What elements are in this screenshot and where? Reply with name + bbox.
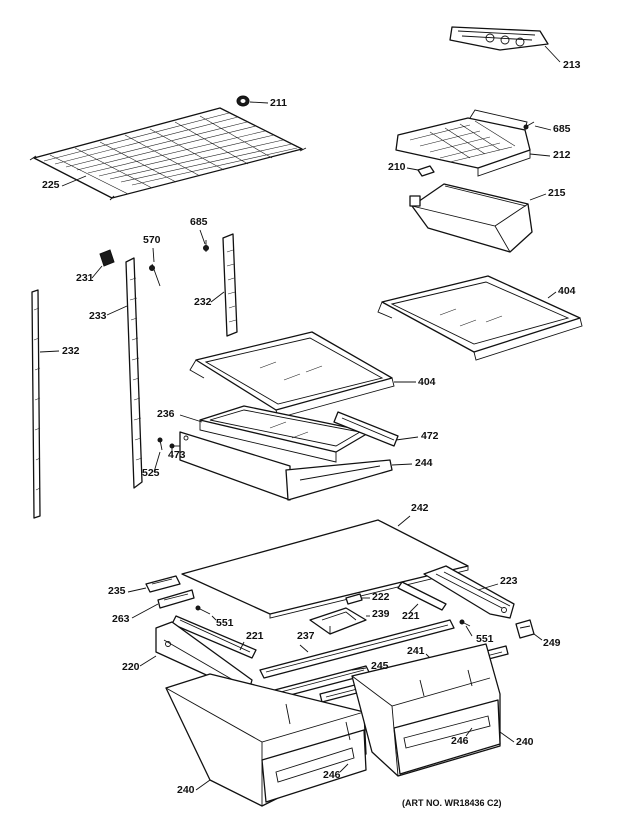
part-number-label: 404 [418, 376, 436, 388]
part-222-clip [345, 593, 363, 605]
part-570-screw [149, 263, 161, 287]
part-number-label: 221 [246, 630, 264, 642]
part-685-screw-right [523, 121, 535, 130]
part-239-center-bracket [309, 607, 367, 635]
part-263-support [157, 589, 195, 609]
part-232-rail-center [222, 233, 238, 337]
part-223-slide [423, 565, 515, 619]
part-525-screw [157, 437, 163, 451]
part-232-rail-left [31, 289, 41, 519]
part-number-label: 551 [216, 617, 234, 629]
part-number-label: 246 [323, 769, 341, 781]
part-number-label: 232 [194, 296, 212, 308]
part-number-label: 222 [372, 591, 390, 603]
part-235-support [145, 575, 181, 593]
part-244-slide-rail [179, 431, 393, 501]
part-215-ice-bin [409, 183, 533, 253]
part-231-block [99, 249, 115, 267]
part-233-rail [125, 257, 143, 489]
part-number-label: 525 [142, 467, 160, 479]
part-number-label: 235 [108, 585, 126, 597]
part-242-crisper-glass [181, 519, 469, 619]
part-240-crisper-drawer-left [165, 673, 367, 807]
part-number-label: 242 [411, 502, 429, 514]
part-number-label: 212 [553, 149, 571, 161]
part-number-label: 211 [270, 97, 287, 109]
part-number-label: 223 [500, 575, 518, 587]
part-551-screw-right [459, 619, 471, 627]
part-number-label: 237 [297, 630, 315, 642]
part-number-label: 210 [388, 161, 406, 173]
part-249-clip [515, 619, 535, 639]
part-number-label: 231 [76, 272, 94, 284]
part-221-rail-right [397, 581, 447, 611]
part-number-label: 215 [548, 187, 566, 199]
part-212-ice-tray-holder [395, 109, 531, 177]
part-number-label: 240 [177, 784, 195, 796]
part-number-label: 685 [553, 123, 571, 135]
part-number-label: 473 [168, 449, 186, 461]
part-number-label: 220 [122, 661, 140, 673]
part-473-screw [169, 443, 180, 449]
part-404-glass-shelf-right [377, 275, 583, 361]
art-number: (ART NO. WR18436 C2) [402, 798, 502, 808]
part-labels: 213 211 685 212 210 225 215 685 570 231 404 232 233 2… [42, 59, 581, 796]
part-number-label: 240 [516, 736, 534, 748]
part-685-screw-left [203, 240, 209, 252]
part-240-crisper-drawer-right [351, 643, 501, 777]
part-number-label: 249 [543, 637, 561, 649]
part-number-label: 685 [190, 216, 208, 228]
part-211-knob [236, 95, 250, 107]
part-551-screw-left [195, 605, 211, 615]
part-number-label: 213 [563, 59, 581, 71]
part-number-label: 244 [415, 457, 433, 469]
part-404-glass-shelf-center [189, 331, 395, 419]
part-237-cross-bar [259, 619, 455, 679]
part-number-label: 233 [89, 310, 107, 322]
part-number-label: 221 [402, 610, 420, 622]
part-number-label: 241 [407, 645, 425, 657]
part-number-label: 246 [451, 735, 469, 747]
part-number-label: 245 [371, 660, 389, 672]
part-number-label: 551 [476, 633, 494, 645]
part-number-label: 225 [42, 179, 60, 191]
part-number-label: 263 [112, 613, 130, 625]
part-number-label: 404 [558, 285, 576, 297]
part-number-label: 236 [157, 408, 175, 420]
part-210-clip [417, 165, 435, 177]
part-225-wire-shelf [29, 107, 307, 201]
part-221-rail-left [171, 615, 257, 659]
part-number-label: 570 [143, 234, 161, 246]
part-number-label: 239 [372, 608, 390, 620]
part-213-top-tray [449, 26, 549, 51]
part-number-label: 472 [421, 430, 439, 442]
part-472-slide-rail [333, 411, 399, 447]
part-number-label: 232 [62, 345, 80, 357]
